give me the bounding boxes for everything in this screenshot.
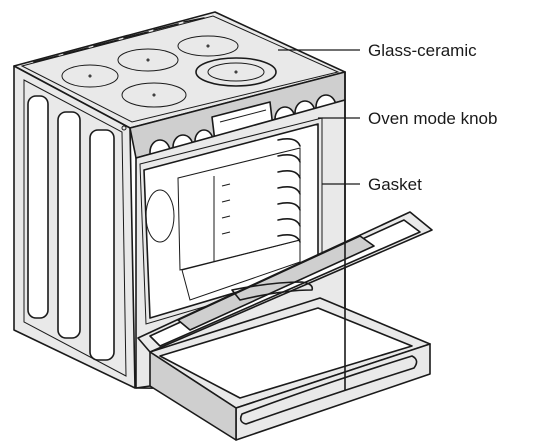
rear-vent [33,17,205,63]
side-recess-3 [89,129,115,361]
burner-left-front [61,64,119,88]
side-recess-2 [57,111,81,339]
burner-right-front-inner [207,62,265,82]
oven-door[interactable] [137,211,433,353]
storage-drawer[interactable] [149,297,431,441]
callout-glass-ceramic: Glass-ceramic [278,41,477,60]
convection-fan [145,189,175,243]
drawer-handle[interactable] [239,355,418,425]
burner-right-front-outer [195,57,277,87]
callout-oven-mode-knob: Oven mode knob [318,109,497,128]
glass-ceramic-label: Glass-ceramic [368,41,477,60]
oven-mode-knob-label: Oven mode knob [368,109,497,128]
burner-center-front [121,82,187,108]
burner-zones [61,35,277,108]
door-handle[interactable] [231,281,314,301]
gasket-label: Gasket [368,175,422,194]
burner-right-rear [177,35,239,57]
side-recess-1 [27,95,49,319]
cooktop [13,11,346,129]
callout-gasket: Gasket [322,175,422,194]
side-panel [13,65,136,389]
burner-left-rear [117,48,179,72]
